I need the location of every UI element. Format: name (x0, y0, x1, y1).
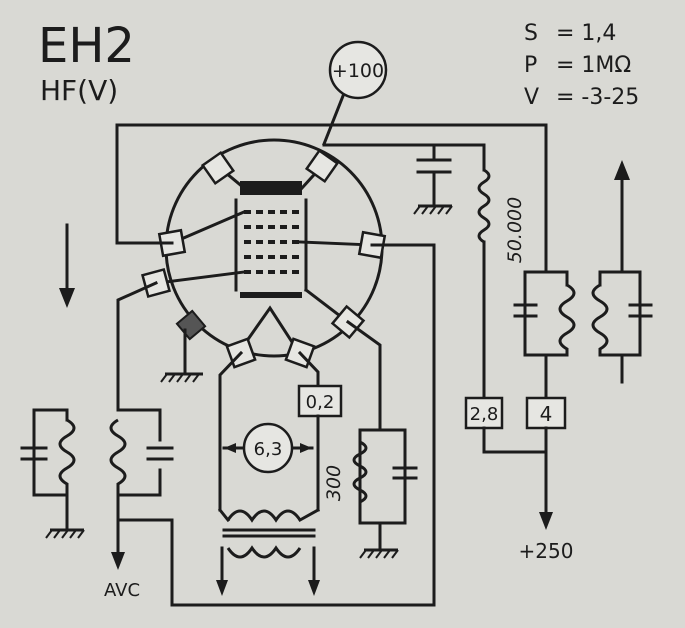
tank-coil-secondary (591, 283, 609, 355)
heater-voltage-bubble (242, 422, 294, 474)
screen-voltage-bubble (328, 40, 388, 100)
cathode-current-box (297, 384, 343, 418)
cathode-current-label: 0,2 (306, 392, 335, 413)
ground-symbol (160, 372, 203, 383)
specs-list: S = 1,4 P = 1MΩ V = -3-25 (524, 21, 639, 110)
spec-s-symbol: S (524, 21, 538, 46)
wire-grid-input (116, 281, 158, 412)
transformer-primary (226, 509, 302, 523)
spec-v-value: = -3-25 (556, 85, 639, 110)
tube-type-title: EH2 (38, 18, 135, 74)
supply-arrow-head (539, 512, 553, 530)
dimension-arrow (224, 443, 236, 453)
cathode-resistor (352, 440, 368, 504)
xfmr-arrow (216, 580, 228, 596)
output-arrow-head (614, 160, 630, 180)
input-arrow-head (59, 288, 75, 308)
pin (200, 150, 236, 186)
key-pin (175, 309, 207, 341)
screen-current-label: 2,8 (470, 404, 499, 425)
ground-symbol (413, 204, 453, 215)
spec-p-value: = 1MΩ (556, 53, 631, 78)
spec-p-symbol: P (524, 53, 537, 78)
wire-cathode-pin (345, 319, 382, 432)
avc-label: AVC (104, 580, 140, 601)
screen-current-box (464, 396, 504, 430)
wire-anode-loop (115, 123, 548, 274)
grid-coil (109, 418, 127, 495)
wire-control-grid (116, 243, 436, 607)
ground-symbol (359, 548, 399, 559)
anode-current-label: 4 (540, 402, 553, 426)
wire-xfmr (297, 507, 321, 523)
supply-voltage-label: +250 (519, 539, 574, 563)
spec-v-symbol: V (524, 85, 539, 110)
cathode-rc-frame (358, 428, 407, 525)
cathode-resistor-label: 300 (323, 465, 345, 501)
grid-electrodes (244, 210, 300, 274)
cathode (240, 292, 302, 298)
internal-wire (156, 270, 246, 285)
grid-tank-frame (116, 408, 162, 442)
tank-coil-primary (558, 283, 576, 355)
heater-voltage-label: 6,3 (254, 439, 283, 460)
tank-left-frame-top (544, 270, 569, 287)
dimension-arrow (300, 443, 312, 453)
wire-heater-left (218, 350, 244, 512)
input-tank-frame (32, 408, 69, 497)
transformer-secondary (226, 545, 302, 559)
secondary-tank-frame (598, 270, 642, 357)
wire-cathode (297, 350, 320, 388)
resistor-50k (477, 168, 491, 244)
ground-symbol (45, 528, 85, 539)
wire-screen (322, 143, 486, 172)
xfmr-arrow (308, 580, 320, 596)
input-coil-primary (58, 418, 76, 495)
grid-tank-frame (116, 468, 162, 497)
anode-plate (240, 181, 302, 195)
screen-voltage-label: +100 (332, 60, 384, 82)
bubble-leader (322, 94, 345, 146)
internal-wire (170, 210, 246, 245)
tube-function-label: HF(V) (40, 74, 118, 107)
resistor-50k-label: 50.000 (504, 197, 526, 263)
pin (304, 148, 340, 184)
heater-filament (241, 305, 297, 348)
spec-s-value: = 1,4 (556, 21, 616, 46)
wire-xfmr (217, 507, 231, 523)
wire-supply-join (482, 426, 548, 454)
avc-arrow-head (111, 552, 125, 570)
